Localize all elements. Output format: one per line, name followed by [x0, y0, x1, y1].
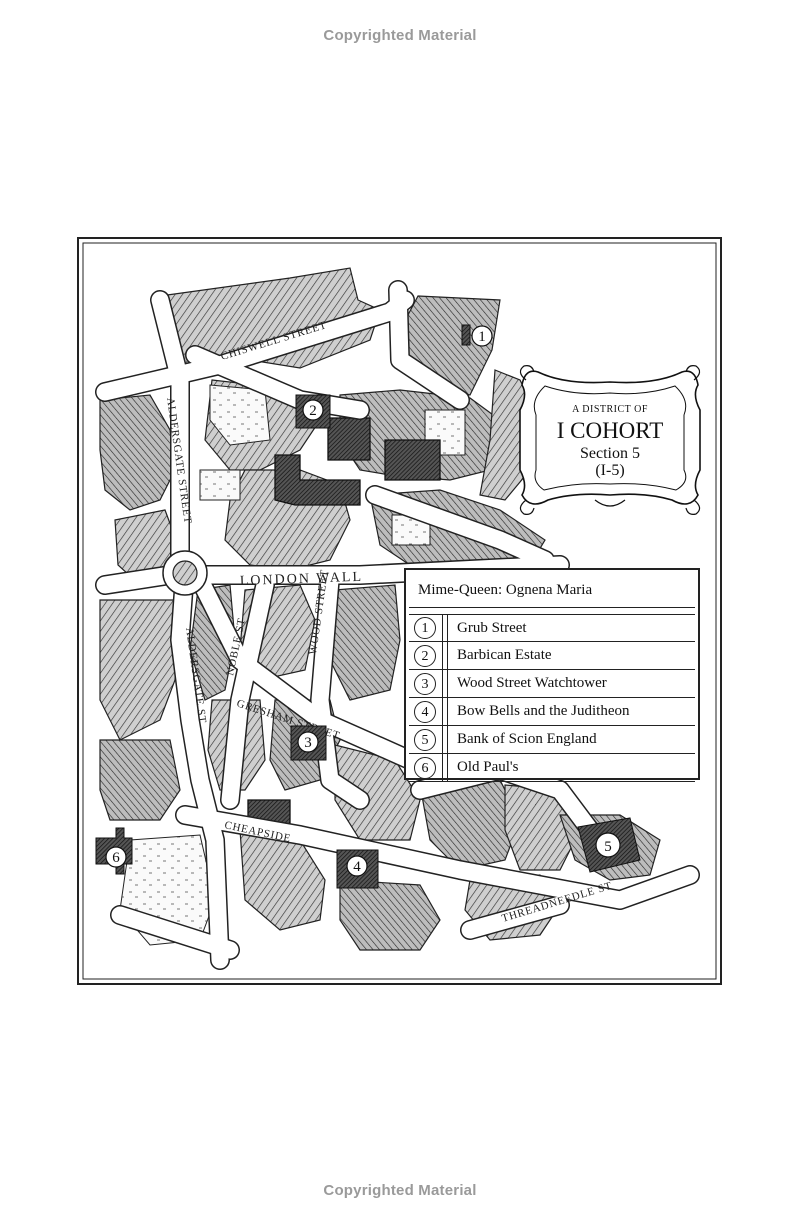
- legend-item-label: Barbican Estate: [457, 647, 552, 663]
- legend-divider: [442, 725, 448, 754]
- legend-item: 5 Bank of Scion England: [409, 725, 695, 754]
- cartouche-line1: A DISTRICT OF: [572, 404, 648, 415]
- legend-divider: [442, 669, 448, 698]
- legend-item-number: 2: [414, 644, 436, 667]
- marker-5[interactable]: 5: [577, 817, 641, 873]
- legend-item-label: Old Paul's: [457, 759, 519, 775]
- legend-item-number: 1: [414, 617, 436, 639]
- legend-divider: [442, 697, 448, 726]
- marker-2-label: 2: [309, 403, 317, 419]
- marker-3-label: 3: [304, 735, 312, 751]
- cartouche-line3: Section 5: [580, 445, 640, 462]
- legend-item-label: Bank of Scion England: [457, 731, 597, 747]
- legend-panel: Mime-Queen: Ognena Maria 1 Grub Street 2…: [404, 568, 700, 782]
- cartouche-line4: (I-5): [595, 462, 624, 479]
- marker-3[interactable]: 3: [290, 725, 327, 761]
- roundabout-island: [172, 560, 198, 586]
- roads: [95, 280, 700, 970]
- legend-divider: [442, 753, 448, 782]
- legend-item-number: 5: [414, 728, 436, 751]
- watermark-top: Copyrighted Material: [323, 27, 477, 44]
- marker-5-label: 5: [604, 839, 612, 855]
- marker-1[interactable]: 1: [461, 324, 493, 347]
- legend-item-number: 4: [414, 700, 436, 723]
- marker-6[interactable]: 6: [95, 827, 133, 875]
- legend-divider: [442, 641, 448, 670]
- legend-item: 4 Bow Bells and the Juditheon: [409, 697, 695, 726]
- marker-2[interactable]: 2: [295, 394, 331, 429]
- marker-4[interactable]: 4: [336, 849, 379, 889]
- legend-item-number: 3: [414, 672, 436, 695]
- legend-item-label: Bow Bells and the Juditheon: [457, 703, 630, 719]
- legend-item: 3 Wood Street Watchtower: [409, 669, 695, 698]
- legend-item-label: Wood Street Watchtower: [457, 675, 607, 691]
- marker-1-label: 1: [478, 329, 486, 345]
- legend-item-number: 6: [414, 756, 436, 779]
- legend-list: 1 Grub Street 2 Barbican Estate 3 Wood S…: [406, 614, 698, 782]
- legend-item-label: Grub Street: [457, 619, 527, 636]
- cartouche-line2: I COHORT: [557, 418, 664, 443]
- legend-item: 1 Grub Street: [409, 614, 695, 642]
- legend-item: 6 Old Paul's: [409, 753, 695, 782]
- legend-item: 2 Barbican Estate: [409, 641, 695, 670]
- watermark-bottom: Copyrighted Material: [323, 1182, 477, 1199]
- marker-4-label: 4: [353, 859, 361, 875]
- marker-6-label: 6: [112, 850, 120, 866]
- cartouche: A DISTRICT OF I COHORT Section 5 (I-5): [519, 365, 701, 515]
- legend-title: Mime-Queen: Ognena Maria: [409, 573, 695, 608]
- street-london-wall: LONDON WALL: [240, 570, 364, 589]
- legend-divider: [442, 614, 448, 642]
